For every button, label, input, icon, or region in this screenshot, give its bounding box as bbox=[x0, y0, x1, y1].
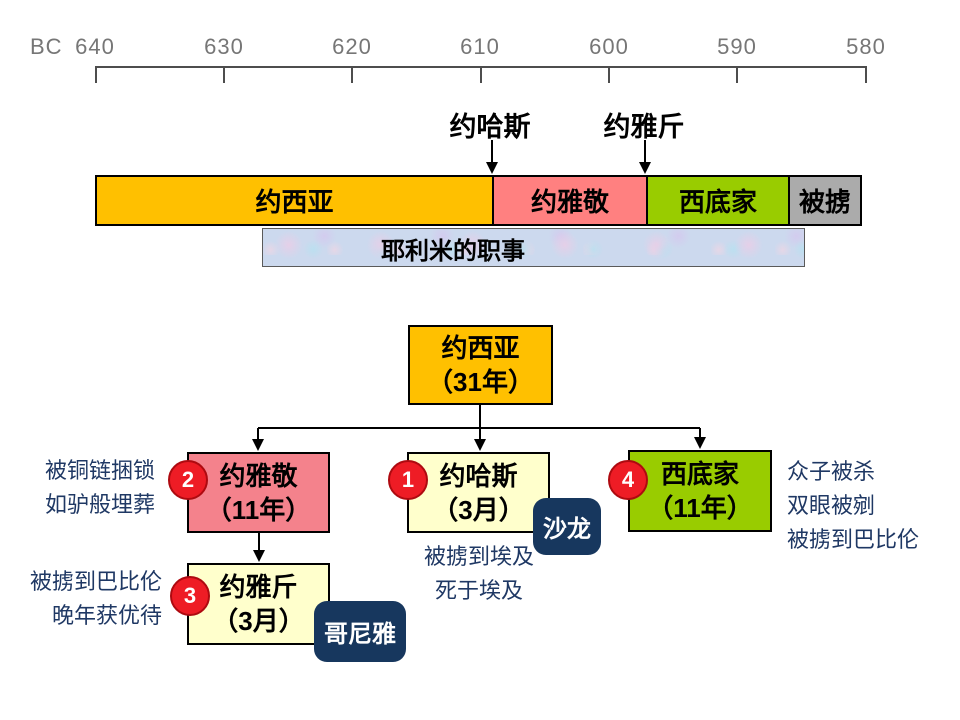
callout-jehoahaz: 约哈斯 bbox=[449, 112, 531, 142]
order-badge-1: 1 bbox=[388, 460, 428, 500]
node-jehoiakim-duration: （11年） bbox=[205, 494, 312, 525]
node-jehoiachin-name: 约雅斤 bbox=[219, 572, 298, 602]
note-jehoahaz: 被掳到埃及 死于埃及 bbox=[404, 540, 554, 608]
order-badge-3: 3 bbox=[170, 576, 210, 616]
note-jehoiachin: 被掳到巴比伦 晚年获优待 bbox=[20, 565, 162, 633]
timeline-tick bbox=[351, 66, 353, 83]
order-badge-4: 4 bbox=[608, 460, 648, 500]
note-zedekiah-line1: 众子被杀 bbox=[787, 459, 876, 484]
node-zedekiah-name: 西底家 bbox=[660, 459, 739, 489]
tick-label-580: 580 bbox=[846, 34, 886, 59]
tick-label-590: 590 bbox=[717, 34, 757, 59]
note-jehoiakim-line2: 如驴般埋葬 bbox=[45, 492, 156, 517]
node-jehoiachin-duration: （3月） bbox=[212, 606, 305, 636]
note-zedekiah-line3: 被掳到巴比伦 bbox=[787, 527, 920, 552]
node-jehoiakim: 约雅敬 （11年） bbox=[187, 452, 330, 533]
timeline-tick bbox=[95, 66, 97, 83]
note-zedekiah: 众子被杀 双眼被剜 被掳到巴比伦 bbox=[787, 455, 919, 557]
ministry-label: 耶利米的职事 bbox=[381, 238, 525, 265]
note-jehoahaz-line2: 死于埃及 bbox=[434, 578, 523, 603]
node-zedekiah-duration: （11年） bbox=[647, 493, 753, 523]
order-badge-2: 2 bbox=[168, 460, 208, 500]
timeline-tick bbox=[480, 66, 482, 83]
timeline-tick bbox=[608, 66, 610, 83]
bar-segment-jehoiakim: 约雅敬 bbox=[492, 175, 648, 226]
timeline-tick bbox=[223, 66, 225, 83]
tick-label-630: 630 bbox=[204, 34, 244, 59]
node-jehoiakim-name: 约雅敬 bbox=[219, 460, 298, 491]
callout-jehoiachin: 约雅斤 bbox=[603, 112, 685, 142]
node-zedekiah: 西底家 （11年） bbox=[628, 450, 772, 532]
bar-segment-zedekiah: 西底家 bbox=[646, 175, 790, 226]
tick-label-620: 620 bbox=[332, 34, 372, 59]
bar-segment-captivity: 被掳 bbox=[788, 175, 862, 226]
note-jehoiakim: 被铜链捆锁 如驴般埋葬 bbox=[45, 454, 155, 522]
node-josiah-name: 约西亚 bbox=[441, 333, 520, 363]
altname-coniah: 哥尼雅 bbox=[314, 601, 406, 662]
node-jehoahaz-name: 约哈斯 bbox=[439, 460, 518, 491]
note-jehoiakim-line1: 被铜链捆锁 bbox=[45, 458, 156, 483]
node-josiah-duration: （31年） bbox=[427, 367, 534, 397]
tick-label-600: 600 bbox=[589, 34, 629, 59]
bar-segment-josiah: 约西亚 bbox=[95, 175, 494, 226]
note-jehoahaz-line1: 被掳到埃及 bbox=[423, 544, 534, 569]
note-zedekiah-line2: 双眼被剜 bbox=[787, 493, 876, 518]
tick-label-610: 610 bbox=[460, 34, 500, 59]
ministry-bar: 耶利米的职事 bbox=[262, 228, 805, 267]
node-jehoahaz: 约哈斯 （3月） bbox=[407, 452, 550, 533]
node-jehoiachin: 约雅斤 （3月） bbox=[187, 563, 330, 645]
note-jehoiachin-line2: 晚年获优待 bbox=[51, 603, 162, 628]
node-josiah: 约西亚 （31年） bbox=[408, 325, 553, 405]
timeline-tick bbox=[865, 66, 867, 83]
note-jehoiachin-line1: 被掳到巴比伦 bbox=[29, 569, 162, 594]
altname-shallum: 沙龙 bbox=[533, 498, 601, 555]
era-label: BC bbox=[30, 34, 63, 59]
timeline-tick bbox=[736, 66, 738, 83]
node-jehoahaz-duration: （3月） bbox=[432, 494, 525, 525]
tick-label-640: 640 bbox=[75, 34, 115, 59]
